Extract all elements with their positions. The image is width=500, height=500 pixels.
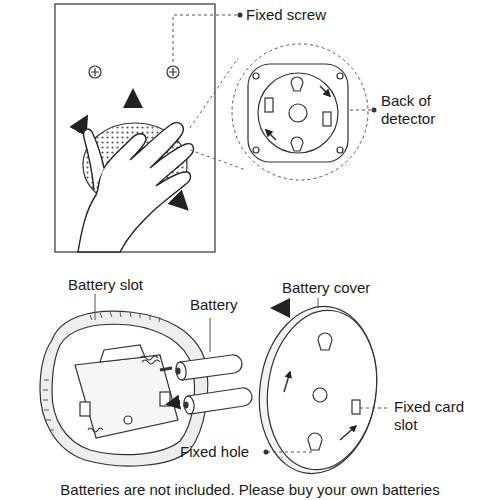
leader-dot xyxy=(372,108,377,113)
hand xyxy=(78,123,193,252)
leader-line xyxy=(268,452,312,453)
vent-marks xyxy=(43,312,160,430)
wall xyxy=(55,4,215,252)
part-label: Battery xyxy=(190,296,280,314)
leader-line xyxy=(318,298,319,308)
detector-back xyxy=(248,64,348,162)
caption: Batteries are not included. Please buy y… xyxy=(60,481,439,499)
part-label: Back of detector xyxy=(381,92,471,128)
batteries xyxy=(160,355,252,415)
leader-line xyxy=(350,110,372,111)
part-label: Fixed screw xyxy=(246,6,376,24)
part-label: Battery slot xyxy=(68,276,188,294)
leader-line xyxy=(173,15,238,62)
screws xyxy=(89,66,179,78)
part-label: Fixed card slot xyxy=(394,398,474,434)
part-label: Battery cover xyxy=(282,279,422,297)
detector-body xyxy=(40,311,208,466)
battery-cover xyxy=(249,299,387,482)
zoom-circle xyxy=(232,44,368,180)
leader-dot xyxy=(264,450,269,455)
leader-line xyxy=(95,294,96,320)
leader-line xyxy=(210,318,211,352)
leader-line xyxy=(360,408,388,409)
thumb xyxy=(84,129,104,190)
part-label: Fixed hole xyxy=(180,443,270,461)
leader-dot xyxy=(238,13,243,18)
